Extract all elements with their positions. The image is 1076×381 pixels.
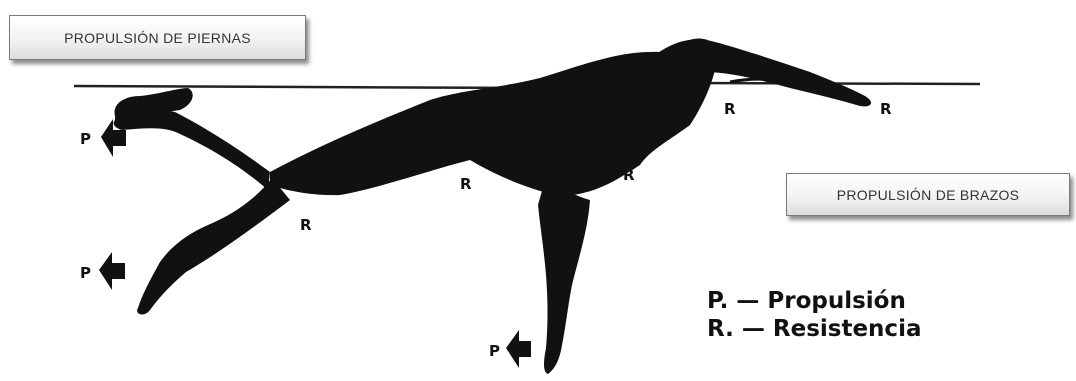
marker-p-hand: P — [489, 342, 500, 360]
marker-r-waist: R — [460, 175, 472, 193]
marker-r-hand: R — [880, 100, 892, 118]
marker-p-upper-foot: P — [80, 130, 91, 148]
marker-r-shoulder: R — [724, 100, 736, 118]
arrow-lower-foot — [99, 252, 125, 290]
marker-r-thigh: R — [300, 216, 312, 234]
marker-r-chest: R — [623, 166, 635, 184]
legend-propulsion: P. — Propulsión — [707, 288, 906, 314]
marker-p-lower-foot: P — [80, 264, 91, 282]
arrow-hand — [506, 330, 531, 368]
legend-resistance: R. — Resistencia — [707, 316, 921, 342]
